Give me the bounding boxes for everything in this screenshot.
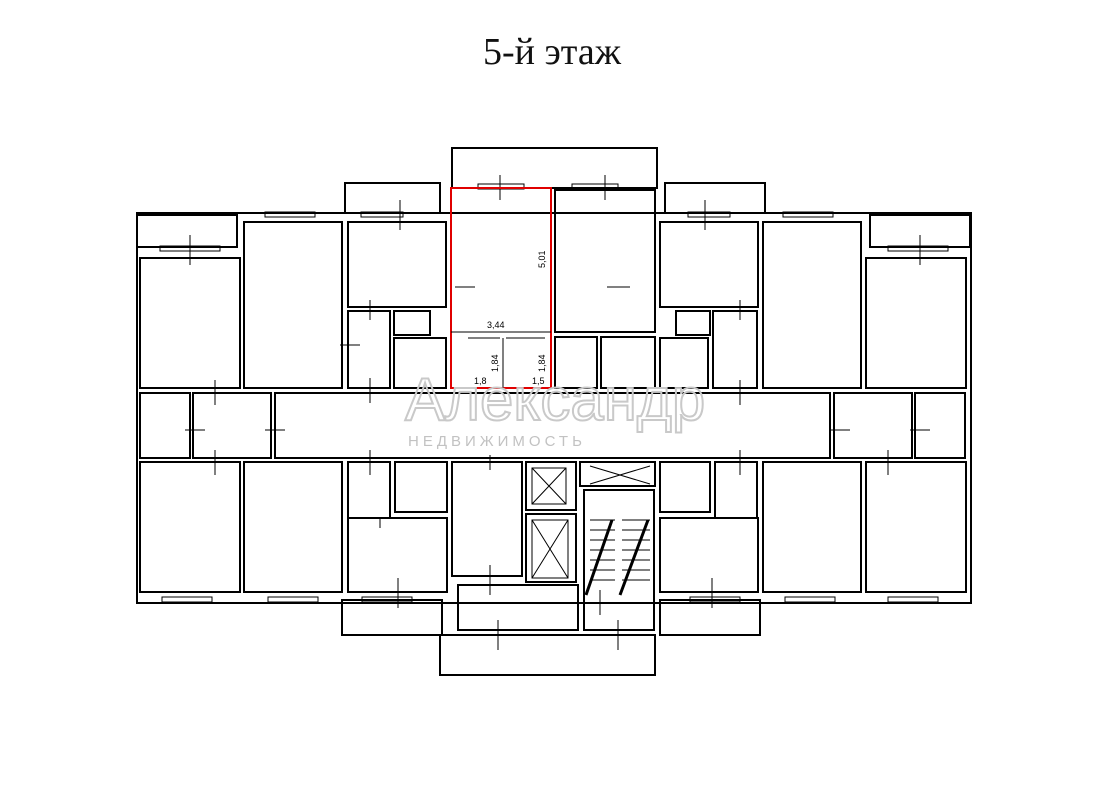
- watermark-brand: Александр: [405, 366, 705, 433]
- windows: [159, 183, 949, 603]
- dimension-length: 5,01: [537, 250, 547, 268]
- building-walls: [136, 147, 972, 676]
- watermark-subtitle: НЕДВИЖИМОСТЬ: [408, 433, 586, 450]
- floor-title: 5-й этаж: [483, 31, 621, 73]
- elevators: [531, 465, 651, 579]
- stairs: [584, 519, 650, 596]
- highlighted-apartment: [450, 187, 552, 389]
- dimension-bath-width: 1,8: [474, 376, 487, 386]
- dimension-width: 3,44: [487, 320, 505, 330]
- dimension-toilet-width: 1,5: [532, 376, 545, 386]
- dimension-bath-height: 1,84: [490, 354, 500, 372]
- dimension-toilet-height: 1,84: [537, 354, 547, 372]
